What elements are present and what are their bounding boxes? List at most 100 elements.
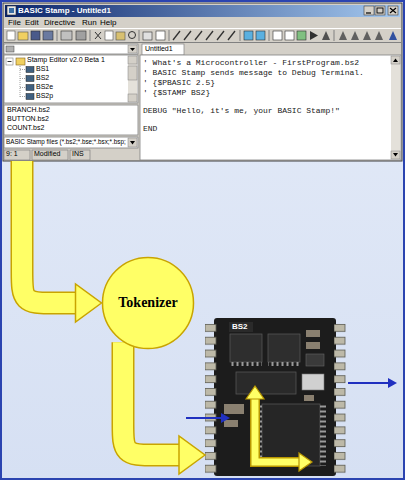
- arrow-head: [76, 284, 102, 322]
- io-arrow: [186, 417, 221, 419]
- toolbar-icons: [339, 31, 347, 40]
- tree-item: BS2: [36, 74, 49, 82]
- bs2-module-photo: [268, 362, 300, 366]
- flow-arrow: [123, 342, 205, 474]
- file-browser-panel: [128, 138, 137, 147]
- code-line: ' {$PBASIC 2.5}: [143, 78, 215, 88]
- bs2-module-photo: [320, 404, 326, 466]
- circle-outline: [103, 258, 194, 349]
- editor-tab: Untitled1: [145, 45, 173, 53]
- code-editor-panel: [140, 55, 401, 160]
- file-browser-panel: [128, 56, 137, 64]
- toolbar-icons: [351, 31, 359, 40]
- process-name: Tokenizer: [118, 295, 177, 311]
- editor-window-frame: [9, 8, 14, 13]
- toolbar-icons: [228, 31, 235, 40]
- toolbar-icons: [129, 32, 136, 39]
- file-browser-panel: [6, 46, 14, 52]
- status-text: Modified: [34, 150, 60, 158]
- window-buttons: [390, 8, 396, 13]
- toolbar-icons: [18, 32, 28, 40]
- file-browser-panel: [4, 150, 30, 160]
- menu-item: File: [8, 18, 21, 28]
- internal-data-arrow: [255, 398, 300, 462]
- file-browser-panel: [26, 85, 34, 91]
- bs2-module-photo: [306, 354, 324, 366]
- toolbar-icons: [195, 31, 202, 40]
- bs2-module-photo: [302, 374, 324, 390]
- code-editor-panel: [393, 59, 398, 63]
- internal-data-arrow: [246, 386, 264, 399]
- toolbar-icons: [169, 30, 170, 41]
- file-browser-panel: [8, 61, 12, 62]
- flow-arrow: [22, 161, 78, 303]
- file-browser-panel: [20, 69, 25, 70]
- toolbar-icons: [90, 30, 91, 41]
- toolbar-icons: [297, 31, 306, 40]
- flow-arrow: [123, 342, 181, 455]
- toolbar-icons: [139, 30, 140, 41]
- menu-item: Help: [100, 18, 116, 28]
- file-browser-panel: [26, 94, 34, 100]
- toolbar-icons: [310, 31, 318, 40]
- toolbar-icons: [4, 28, 401, 29]
- code-line: ' BASIC Stamp sends message to Debug Ter…: [143, 68, 364, 78]
- flow-arrow: [22, 161, 102, 322]
- file-browser-panel: [4, 55, 138, 103]
- tree-item: Stamp Editor v2.0 Beta 1: [27, 56, 105, 64]
- file-browser-panel: [4, 105, 138, 135]
- internal-data-arrow: [255, 398, 300, 462]
- file-filter: BASIC Stamp files (*.bs2;*.bse;*.bsx;*.b…: [6, 138, 126, 146]
- code-editor-panel: [393, 153, 398, 157]
- toolbar-icons: [156, 31, 165, 40]
- bs2-module-photo: [306, 342, 320, 349]
- bs2-module-photo: [268, 334, 300, 362]
- file-browser-panel: [128, 66, 137, 80]
- bs2-module-photo: [230, 334, 262, 362]
- file-name: BRANCH.bs2: [7, 106, 50, 114]
- file-browser-panel: [20, 87, 25, 88]
- internal-data-arrow: [299, 453, 312, 471]
- toolbar-icons: [363, 31, 371, 40]
- file-browser-panel: [130, 48, 135, 51]
- module-marking: BS2: [232, 322, 345, 332]
- file-browser-panel: [20, 78, 25, 79]
- code-line: ' {$STAMP BS2}: [143, 88, 210, 98]
- tree-item: BS1: [36, 65, 49, 73]
- flow-arrow: [123, 342, 181, 455]
- file-browser-panel: [4, 137, 138, 148]
- menu-item: Run: [82, 18, 97, 28]
- file-name: COUNT.bs2: [7, 124, 44, 132]
- file-browser-panel: [128, 45, 137, 53]
- io-arrow: [221, 413, 230, 423]
- editor-window-frame: [7, 6, 16, 15]
- code-editor-panel: [391, 151, 400, 159]
- menu-item: Edit: [25, 18, 39, 28]
- bs2-module-photo: [306, 330, 320, 337]
- toolbar-icons: [31, 31, 40, 40]
- window-buttons: [364, 6, 374, 15]
- file-browser-panel: [20, 66, 21, 97]
- io-arrow: [186, 378, 397, 423]
- window-buttons: [377, 8, 383, 13]
- toolbar-icons: [334, 30, 335, 41]
- io-arrow: [348, 382, 388, 384]
- file-name: BUTTON.bs2: [7, 115, 49, 123]
- toolbar-icons: [7, 31, 15, 40]
- bs2-module-photo: [214, 318, 336, 476]
- toolbar-icons: [389, 31, 397, 40]
- toolbar-icons: [256, 31, 265, 40]
- toolbar-icons: [375, 31, 383, 40]
- file-browser-panel: [26, 76, 34, 82]
- file-browser-panel: [128, 56, 137, 102]
- code-editor-panel: [140, 44, 401, 160]
- bs2-module-photo: [262, 404, 320, 466]
- arrow-head: [179, 436, 205, 474]
- toolbar-icons: [206, 31, 213, 40]
- process-circle: Tokenizer: [101, 256, 195, 350]
- code-editor-panel: [391, 56, 400, 64]
